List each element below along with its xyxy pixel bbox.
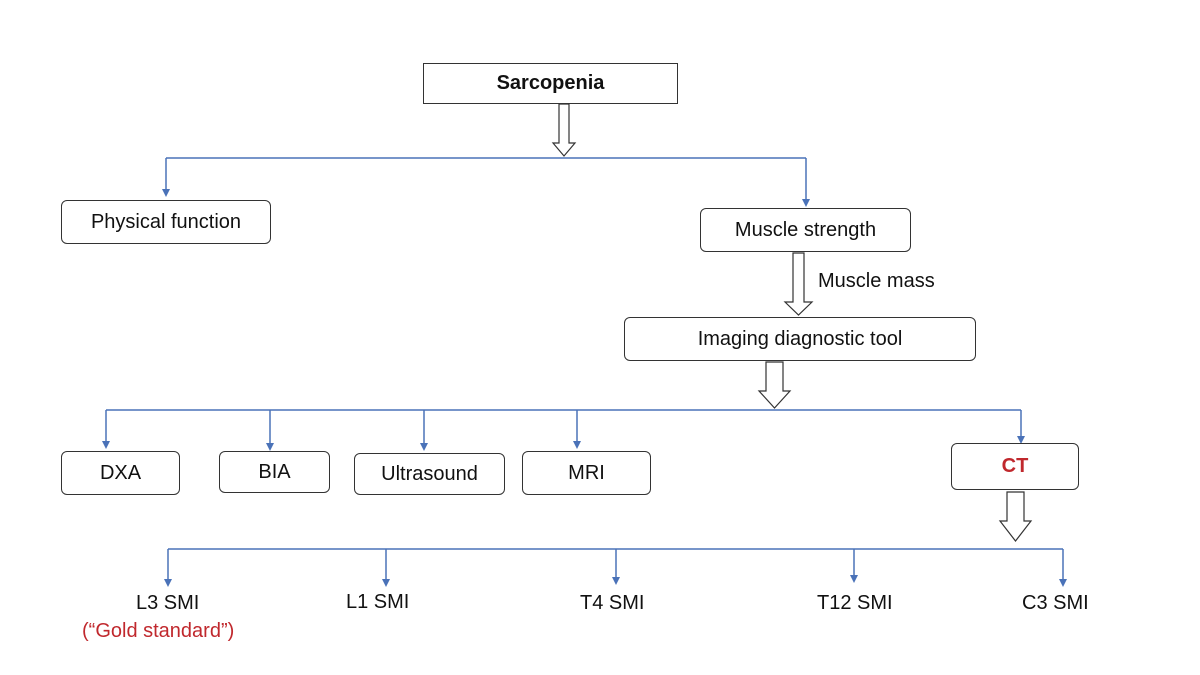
ct-label: CT [1001,455,1029,477]
sarcopenia-box: Sarcopenia [423,63,678,104]
t12-smi-label: T12 SMI [817,592,893,614]
c3-smi-label: C3 SMI [1022,592,1089,614]
physical-function-box: Physical function [61,200,271,244]
muscle-mass-label: Muscle mass [818,270,935,292]
ultrasound-label: Ultrasound [381,462,478,485]
top-branch-connector [162,157,810,207]
block-arrow-muscle-mass [783,252,814,316]
l1-smi-label: L1 SMI [346,591,410,613]
sarcopenia-label: Sarcopenia [496,72,605,94]
block-arrow-imaging [757,361,792,409]
block-arrow-ct [998,491,1033,542]
muscle-strength-label: Muscle strength [734,218,877,241]
mri-box: MRI [522,451,651,495]
imaging-branch-connector [102,409,1025,451]
bia-box: BIA [219,451,330,493]
bia-label: BIA [258,460,291,483]
imaging-diagnostic-tool-box: Imaging diagnostic tool [624,317,976,361]
physical-function-label: Physical function [90,210,242,233]
smi-branch-connector [164,548,1067,587]
mri-label: MRI [568,461,605,484]
ultrasound-box: Ultrasound [354,453,505,495]
l3-smi-label: L3 SMI [136,592,200,614]
dxa-label: DXA [99,461,142,484]
imaging-diagnostic-tool-label: Imaging diagnostic tool [697,327,903,350]
dxa-box: DXA [61,451,180,495]
muscle-strength-box: Muscle strength [700,208,911,252]
ct-box: CT [951,443,1079,490]
gold-standard-note: (“Gold standard”) [82,620,235,642]
block-arrow-sarcopenia [551,103,577,157]
t4-smi-label: T4 SMI [580,592,645,614]
